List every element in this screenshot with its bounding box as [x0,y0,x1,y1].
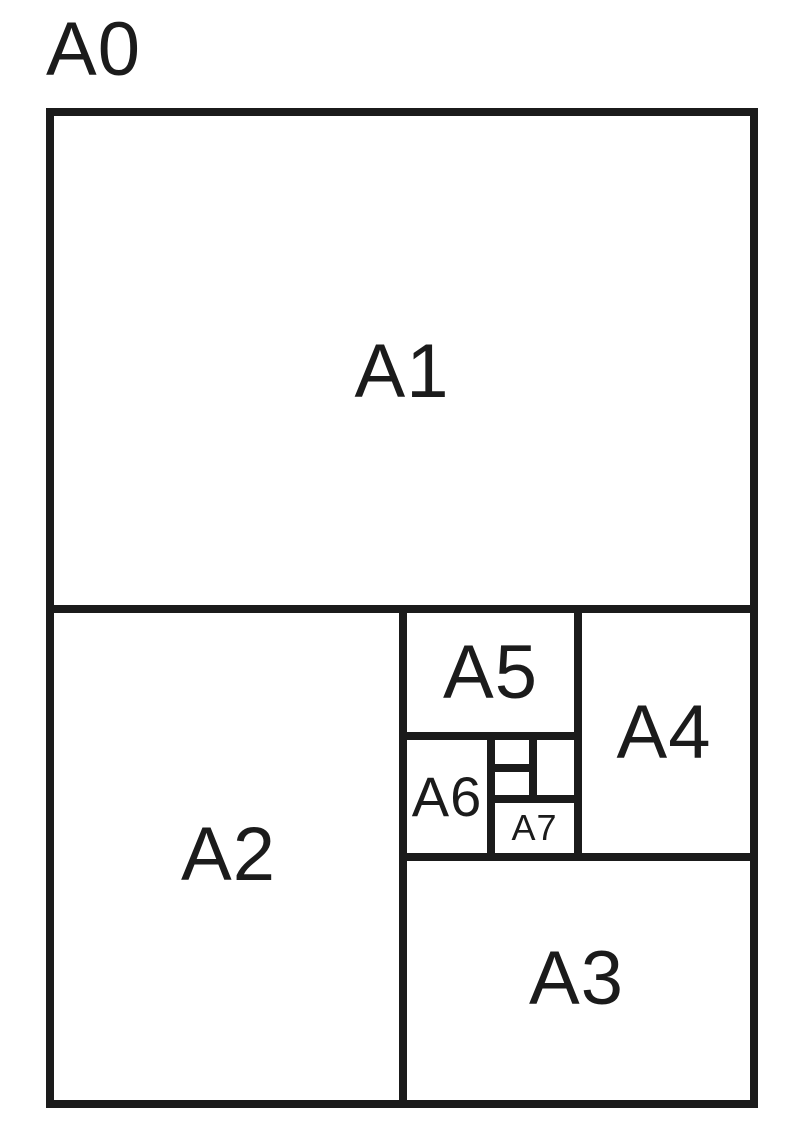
divider-a2-right [399,605,407,1100]
label-a7: A7 [511,807,558,848]
label-a2: A2 [181,811,276,897]
region-a4: A4 [578,609,750,857]
label-a6: A6 [411,764,483,828]
region-a3: A3 [403,857,750,1100]
region-a1: A1 [54,116,750,609]
region-a2: A2 [54,609,403,1100]
divider-a9-bottom [487,764,537,772]
region-a6: A6 [403,736,491,857]
label-a1: A1 [354,328,450,414]
region-a5: A5 [403,609,578,736]
label-a0: A0 [46,7,141,92]
a0-sheet-outline: A1 A2 A3 A4 A5 A6 A7 [46,108,758,1108]
label-a5: A5 [443,629,538,715]
label-a3: A3 [529,935,624,1021]
label-a4: A4 [616,690,712,775]
region-a7: A7 [491,799,578,857]
